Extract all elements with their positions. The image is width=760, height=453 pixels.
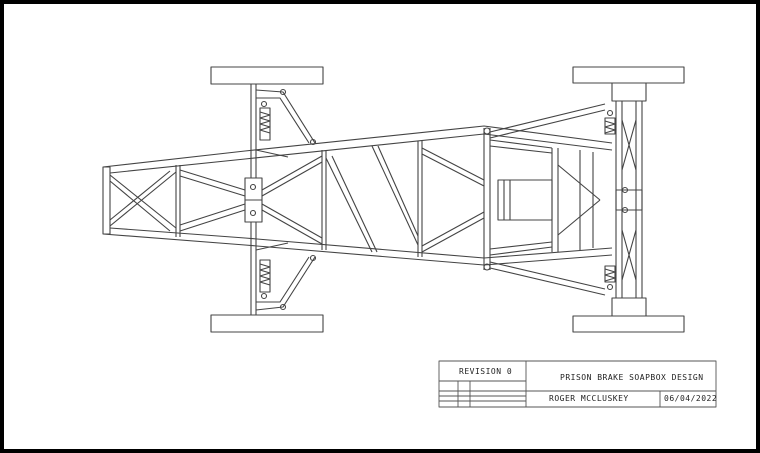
drawing-title: PRISON BRAKE SOAPBOX DESIGN [560, 373, 704, 382]
drawing-date: 06/04/2022 [664, 394, 718, 403]
front-right-wheel [572, 315, 685, 333]
revision-label: REVISION 0 [459, 367, 513, 376]
author-name: ROGER MCCLUSKEY [549, 394, 629, 403]
front-wheels [572, 66, 685, 333]
front-bulkhead [483, 103, 606, 296]
rear-right-wheel [210, 314, 324, 333]
rear-left-wheel [210, 66, 324, 85]
front-axle-assembly [604, 82, 647, 317]
title-block-frame [438, 360, 717, 408]
rear-wheels [210, 66, 324, 333]
main-frame-rails [102, 125, 613, 266]
frame-truss [109, 141, 485, 257]
front-left-wheel [572, 66, 685, 84]
rear-axle-assembly [244, 84, 317, 315]
